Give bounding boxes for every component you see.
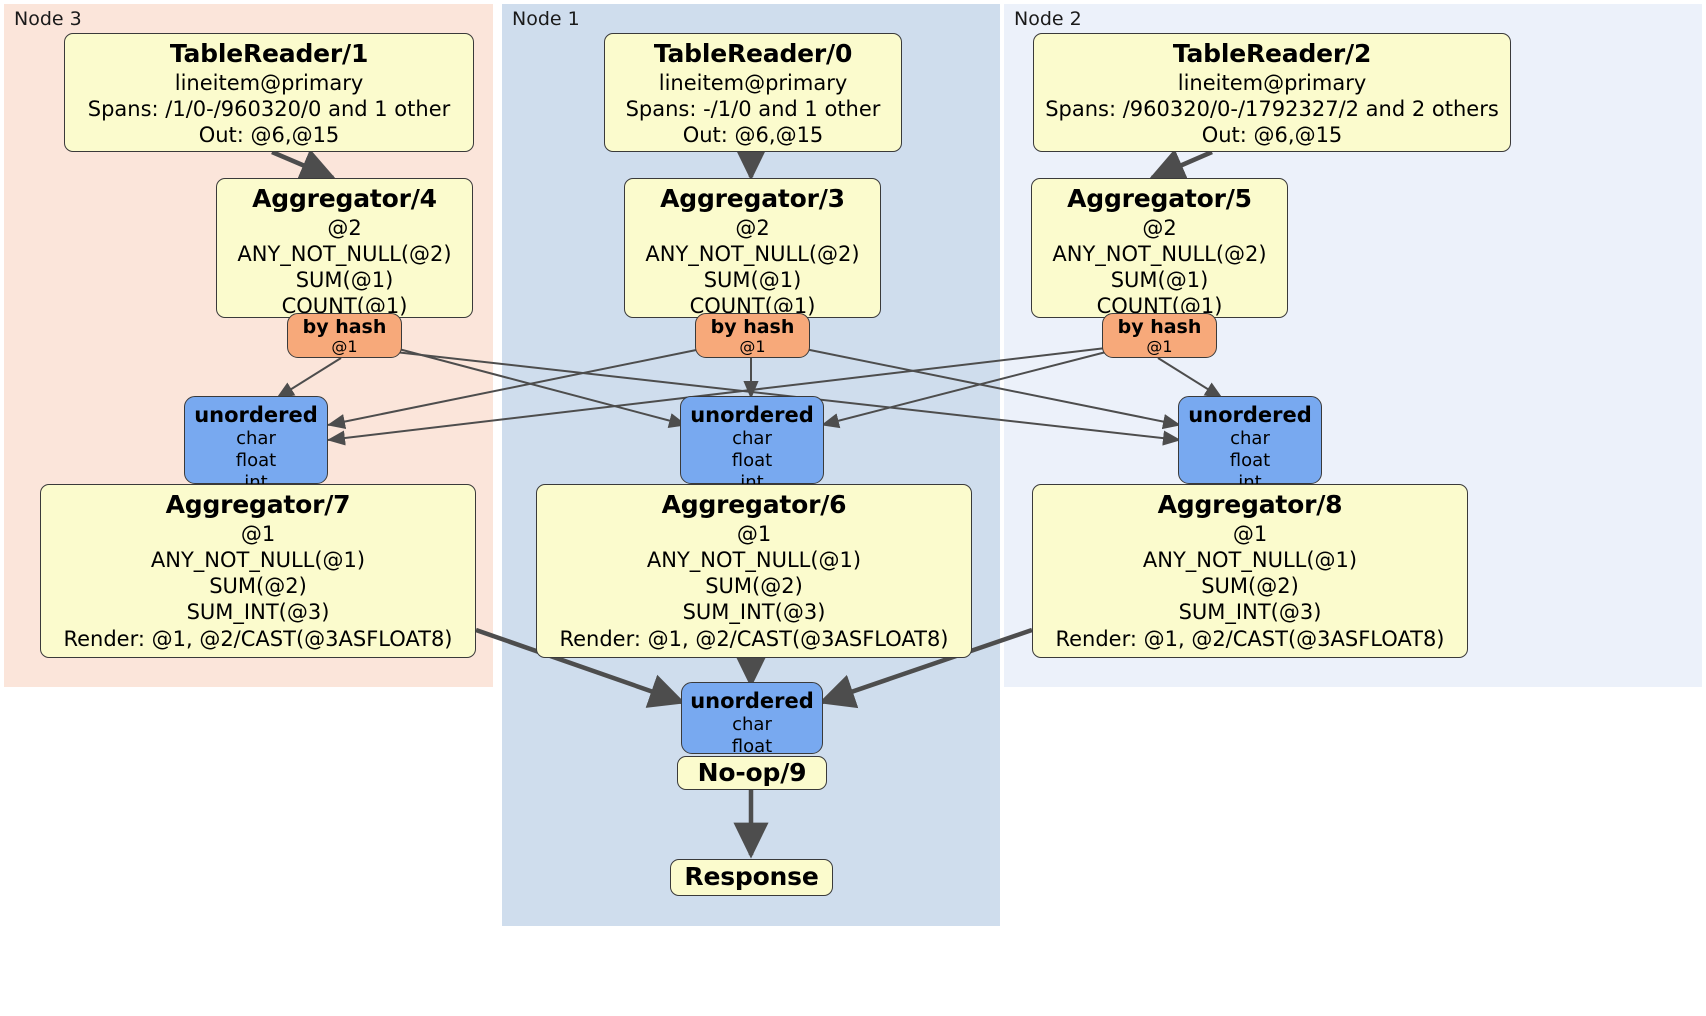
synchronizer-unordered-left[interactable]: unordered char float int [184,396,328,493]
processor-detail: lineitem@primary [658,70,848,95]
processor-detail: SUM(@2) [1201,574,1299,598]
processor-detail: lineitem@primary [1177,70,1367,95]
processor-detail: ANY_NOT_NULL(@2) [237,241,452,266]
processor-title: Aggregator/8 [1157,490,1343,519]
processor-detail: SUM(@1) [703,268,802,292]
synchronizer-type: float [731,736,773,758]
processor-detail: Render: @1, @2/CAST(@3ASFLOAT8) [63,626,453,651]
processor-detail: Out: @6,@15 [198,123,340,147]
router-title: by hash [302,316,387,338]
processor-detail: @2 [735,215,770,240]
processor-title: Aggregator/6 [661,490,847,519]
processor-title: TableReader/0 [653,39,853,68]
processor-detail: Spans: /1/0-/960320/0 and 1 other [87,96,451,121]
processor-detail: Spans: /960320/0-/1792327/2 and 2 others [1045,96,1499,121]
processor-aggregator-6[interactable]: Aggregator/6 @1 ANY_NOT_NULL(@1) SUM(@2)… [536,484,972,658]
node-lane-label-node2: Node 2 [1014,8,1082,30]
processor-response[interactable]: Response [670,859,833,896]
router-by-hash-center[interactable]: by hash @1 [695,313,810,358]
router-title: by hash [710,316,795,338]
processor-detail: SUM_INT(@3) [186,600,330,625]
processor-title: Aggregator/7 [165,490,351,519]
router-detail: @1 [1146,336,1173,356]
processor-detail: @1 [1232,521,1268,546]
synchronizer-unordered-right[interactable]: unordered char float int [1178,396,1322,493]
processor-detail: Spans: -/1/0 and 1 other [625,96,881,121]
synchronizer-type: float [1229,450,1271,472]
synchronizer-type: float [235,450,277,472]
synchronizer-type: char [732,714,772,736]
processor-detail: ANY_NOT_NULL(@1) [646,547,862,572]
synchronizer-type: float [731,450,773,472]
processor-detail: SUM(@1) [1110,268,1209,292]
processor-detail: Render: @1, @2/CAST(@3ASFLOAT8) [559,626,949,651]
synchronizer-title: unordered [690,689,814,713]
processor-detail: SUM(@2) [705,574,803,598]
processor-detail: ANY_NOT_NULL(@1) [1142,547,1358,572]
processor-table-reader-0[interactable]: TableReader/0 lineitem@primary Spans: -/… [604,33,902,152]
processor-detail: Out: @6,@15 [682,123,824,147]
processor-detail: SUM(@2) [209,574,307,598]
processor-detail: @1 [240,521,276,546]
processor-detail: ANY_NOT_NULL(@2) [1052,241,1267,266]
synchronizer-title: unordered [194,403,318,427]
router-detail: @1 [331,336,358,356]
processor-detail: COUNT(@1) [1096,294,1223,318]
processor-detail: COUNT(@1) [281,294,408,318]
processor-detail: @1 [736,521,772,546]
processor-aggregator-4[interactable]: Aggregator/4 @2 ANY_NOT_NULL(@2) SUM(@1)… [216,178,473,318]
processor-title: Aggregator/4 [252,184,437,213]
synchronizer-title: unordered [1188,403,1312,427]
synchronizer-unordered-final[interactable]: unordered char float [681,682,823,757]
synchronizer-title: unordered [690,403,814,427]
processor-title: Aggregator/5 [1067,184,1252,213]
processor-aggregator-5[interactable]: Aggregator/5 @2 ANY_NOT_NULL(@2) SUM(@1)… [1031,178,1288,318]
node-lane-label-node3: Node 3 [14,8,82,30]
processor-title: Aggregator/3 [660,184,845,213]
synchronizer-unordered-center[interactable]: unordered char float int [680,396,824,493]
processor-detail: Out: @6,@15 [1201,123,1343,147]
processor-title: No-op/9 [697,757,807,787]
processor-detail: COUNT(@1) [689,294,816,318]
processor-detail: @2 [327,215,362,240]
processor-detail: ANY_NOT_NULL(@1) [150,547,366,572]
processor-aggregator-8[interactable]: Aggregator/8 @1 ANY_NOT_NULL(@1) SUM(@2)… [1032,484,1468,658]
router-by-hash-left[interactable]: by hash @1 [287,313,402,358]
processor-detail: SUM(@1) [295,268,394,292]
router-by-hash-right[interactable]: by hash @1 [1102,313,1217,358]
processor-aggregator-3[interactable]: Aggregator/3 @2 ANY_NOT_NULL(@2) SUM(@1)… [624,178,881,318]
processor-detail: ANY_NOT_NULL(@2) [645,241,860,266]
router-detail: @1 [739,336,766,356]
synchronizer-type: char [732,428,772,450]
router-title: by hash [1117,316,1202,338]
processor-noop-9[interactable]: No-op/9 [677,756,827,790]
processor-detail: SUM_INT(@3) [1178,600,1322,625]
processor-detail: lineitem@primary [174,70,364,95]
processor-table-reader-2[interactable]: TableReader/2 lineitem@primary Spans: /9… [1033,33,1511,152]
processor-title: Response [684,862,819,892]
synchronizer-type: char [1230,428,1270,450]
processor-table-reader-1[interactable]: TableReader/1 lineitem@primary Spans: /1… [64,33,474,152]
processor-title: TableReader/2 [1172,39,1372,68]
synchronizer-type: char [236,428,276,450]
node-lane-label-node1: Node 1 [512,8,580,30]
processor-detail: SUM_INT(@3) [682,600,826,625]
processor-title: TableReader/1 [169,39,369,68]
processor-detail: @2 [1142,215,1177,240]
processor-aggregator-7[interactable]: Aggregator/7 @1 ANY_NOT_NULL(@1) SUM(@2)… [40,484,476,658]
processor-detail: Render: @1, @2/CAST(@3ASFLOAT8) [1055,626,1445,651]
